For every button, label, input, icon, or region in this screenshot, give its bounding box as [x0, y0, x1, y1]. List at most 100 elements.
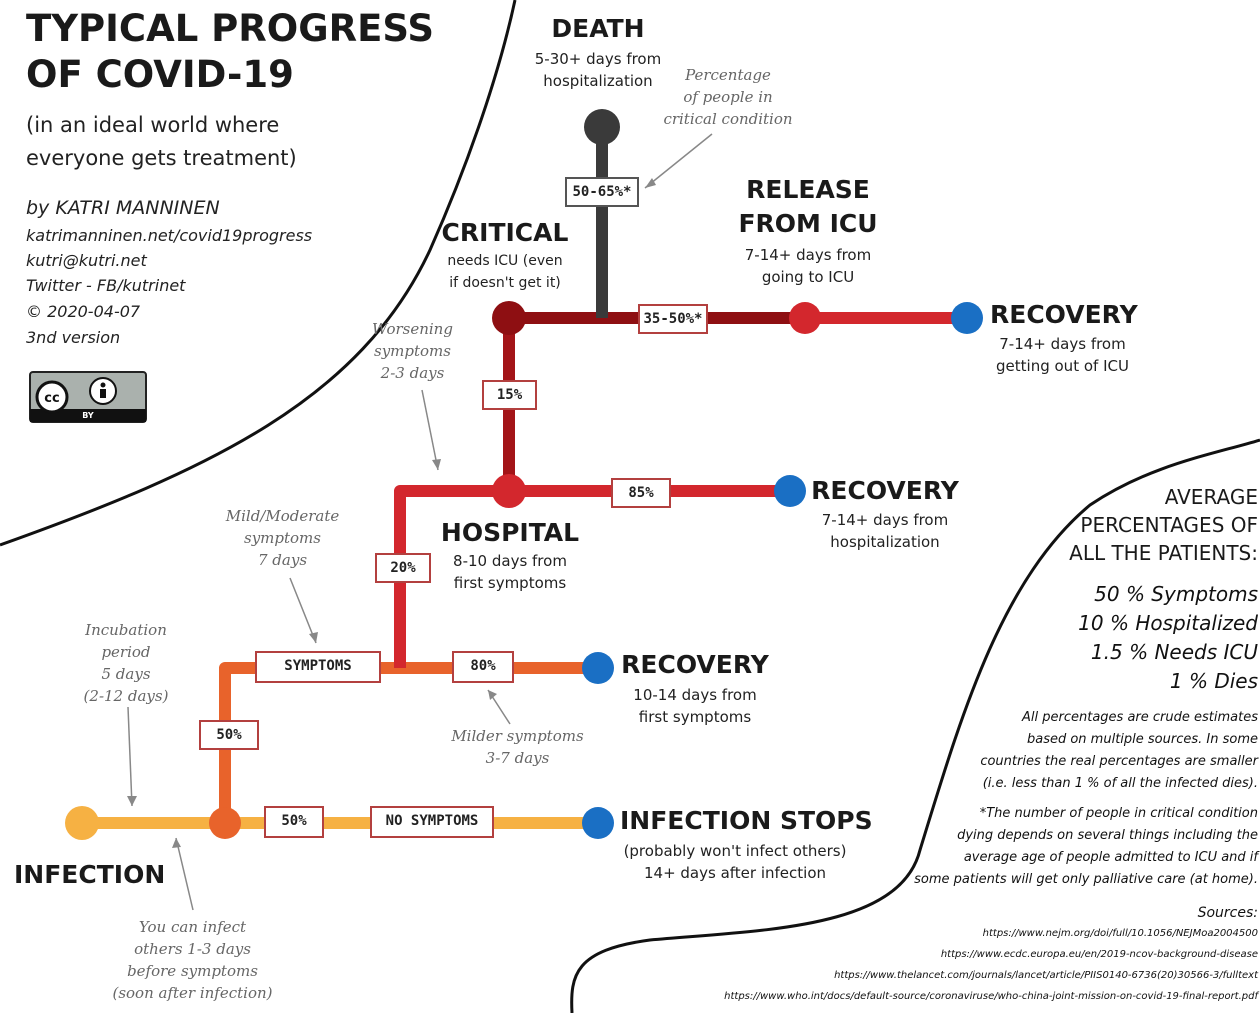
average-item-icu: 1.5 % Needs ICU: [1090, 640, 1258, 664]
note-milder-1: Milder symptoms: [451, 727, 584, 745]
note-critical-share-2: of people in: [683, 88, 773, 106]
note-incubation-3: 5 days: [101, 665, 151, 683]
no-symptoms-box: NO SYMPTOMS: [370, 806, 494, 838]
death-label: DEATH: [551, 14, 645, 43]
license-label: BY: [82, 411, 94, 420]
arrow-critical-share: [644, 133, 713, 189]
percent-hospital: 20%: [375, 553, 431, 583]
note-infectious-4: (soon after infection): [112, 984, 273, 1002]
author-url[interactable]: katrimanninen.net/covid19progress: [26, 226, 313, 245]
death-line1: 5-30+ days from: [534, 50, 662, 68]
cc-by-icon: cc: [29, 371, 147, 423]
critical-line2: if doesn't get it): [449, 275, 561, 291]
recovery-hospital-label: RECOVERY: [811, 476, 959, 505]
arrow-infectious: [175, 837, 194, 911]
death-line2: hospitalization: [543, 72, 653, 90]
source-link-lancet[interactable]: https://www.thelancet.com/journals/lance…: [834, 970, 1258, 981]
note-mild-1: Mild/Moderate: [225, 507, 340, 525]
author-date: © 2020-04-07: [26, 302, 141, 321]
averages-note2-3: average age of people admitted to ICU an…: [963, 850, 1258, 865]
critical-label: CRITICAL: [441, 218, 569, 247]
averages-note2-1: *The number of people in critical condit…: [979, 806, 1258, 821]
node-hospital: [492, 474, 526, 508]
title-line1: TYPICAL PROGRESS: [26, 7, 434, 50]
recovery-symptoms-line1: 10-14 days from: [633, 686, 757, 704]
release-label-1: RELEASE: [746, 175, 870, 204]
symptoms-box: SYMPTOMS: [255, 651, 381, 683]
averages-note2-4: some patients will get only palliative c…: [914, 872, 1258, 887]
node-release: [789, 302, 821, 334]
recovery-symptoms-line2: first symptoms: [638, 708, 752, 726]
critical-line1: needs ICU (even: [447, 253, 563, 269]
svg-text:cc: cc: [44, 391, 59, 406]
average-item-dies: 1 % Dies: [1169, 669, 1258, 693]
arrow-worsening: [421, 389, 439, 471]
percent-icu-recovery: 35-50%*: [638, 304, 708, 334]
source-link-ecdc[interactable]: https://www.ecdc.europa.eu/en/2019-ncov-…: [940, 949, 1258, 960]
sources-label: Sources:: [1197, 905, 1258, 921]
note-incubation-1: Incubation: [85, 621, 167, 639]
note-critical-share-3: critical condition: [663, 110, 793, 128]
recovery-symptoms-label: RECOVERY: [621, 650, 769, 679]
node-critical: [492, 301, 526, 335]
note-infectious-2: others 1-3 days: [134, 940, 251, 958]
hospital-line2: first symptoms: [453, 574, 567, 592]
percent-mild-recovery: 80%: [452, 651, 514, 683]
release-line1: 7-14+ days from: [744, 246, 872, 264]
recovery-icu-line2: getting out of ICU: [996, 357, 1129, 375]
node-recovery-hospital: [774, 475, 806, 507]
note-mild-2: symptoms: [244, 529, 321, 547]
averages-heading-3: ALL THE PATIENTS:: [1069, 541, 1258, 565]
infection-stops-label: INFECTION STOPS: [620, 806, 873, 835]
node-recovery-icu: [951, 302, 983, 334]
release-line2: going to ICU: [761, 268, 855, 286]
note-infectious-1: You can infect: [138, 918, 247, 936]
average-item-hospitalized: 10 % Hospitalized: [1078, 611, 1258, 635]
node-fork: [209, 807, 241, 839]
hospital-line1: 8-10 days from: [453, 552, 567, 570]
average-item-symptoms: 50 % Symptoms: [1094, 582, 1258, 606]
subtitle-line1: (in an ideal world where: [26, 113, 280, 137]
node-infection: [65, 806, 99, 840]
hospital-label: HOSPITAL: [440, 518, 580, 547]
recovery-icu-line1: 7-14+ days from: [999, 335, 1126, 353]
percent-critical: 15%: [482, 380, 537, 410]
note-incubation-4: (2-12 days): [83, 687, 169, 705]
note-mild-3: 7 days: [257, 551, 308, 569]
node-infection-stops: [582, 807, 614, 839]
recovery-hospital-line2: hospitalization: [830, 533, 940, 551]
source-link-who[interactable]: https://www.who.int/docs/default-source/…: [724, 991, 1258, 1002]
percent-symptoms: 50%: [199, 720, 259, 750]
note-worsening-2: symptoms: [374, 342, 451, 360]
averages-note1-1: All percentages are crude estimates: [1022, 710, 1258, 725]
arrow-mild-moderate: [289, 577, 317, 644]
note-worsening-3: 2-3 days: [380, 364, 445, 382]
averages-note1-4: (i.e. less than 1 % of all the infected …: [982, 776, 1258, 791]
averages-heading-2: PERCENTAGES OF: [1080, 513, 1258, 537]
release-label-2: FROM ICU: [738, 209, 878, 238]
averages-note1-3: countries the real percentages are small…: [980, 754, 1258, 769]
title-line2: OF COVID-19: [26, 53, 294, 96]
note-incubation-2: period: [101, 643, 151, 661]
infection-stops-line2: 14+ days after infection: [643, 864, 826, 882]
note-milder-2: 3-7 days: [485, 749, 550, 767]
recovery-hospital-line1: 7-14+ days from: [821, 511, 949, 529]
averages-note2-2: dying depends on several things includin…: [957, 828, 1258, 843]
author-email[interactable]: kutri@kutri.net: [26, 251, 147, 270]
infection-stops-line1: (probably won't infect others): [623, 842, 847, 860]
arrow-incubation: [127, 706, 133, 807]
percent-death: 50-65%*: [565, 177, 639, 207]
author-social: Twitter - FB/kutrinet: [26, 276, 186, 295]
recovery-icu-label: RECOVERY: [990, 300, 1138, 329]
source-link-nejm[interactable]: https://www.nejm.org/doi/full/10.1056/NE…: [982, 928, 1258, 939]
subtitle-line2: everyone gets treatment): [26, 146, 297, 170]
divider-curve-left: [0, 0, 517, 547]
author-byline: by KATRI MANNINEN: [26, 197, 220, 219]
infection-label: INFECTION: [14, 860, 166, 889]
node-death: [584, 109, 620, 145]
note-infectious-3: before symptoms: [127, 962, 258, 980]
averages-note1-2: based on multiple sources. In some: [1026, 732, 1258, 747]
percent-hospital-recovery: 85%: [611, 478, 671, 508]
